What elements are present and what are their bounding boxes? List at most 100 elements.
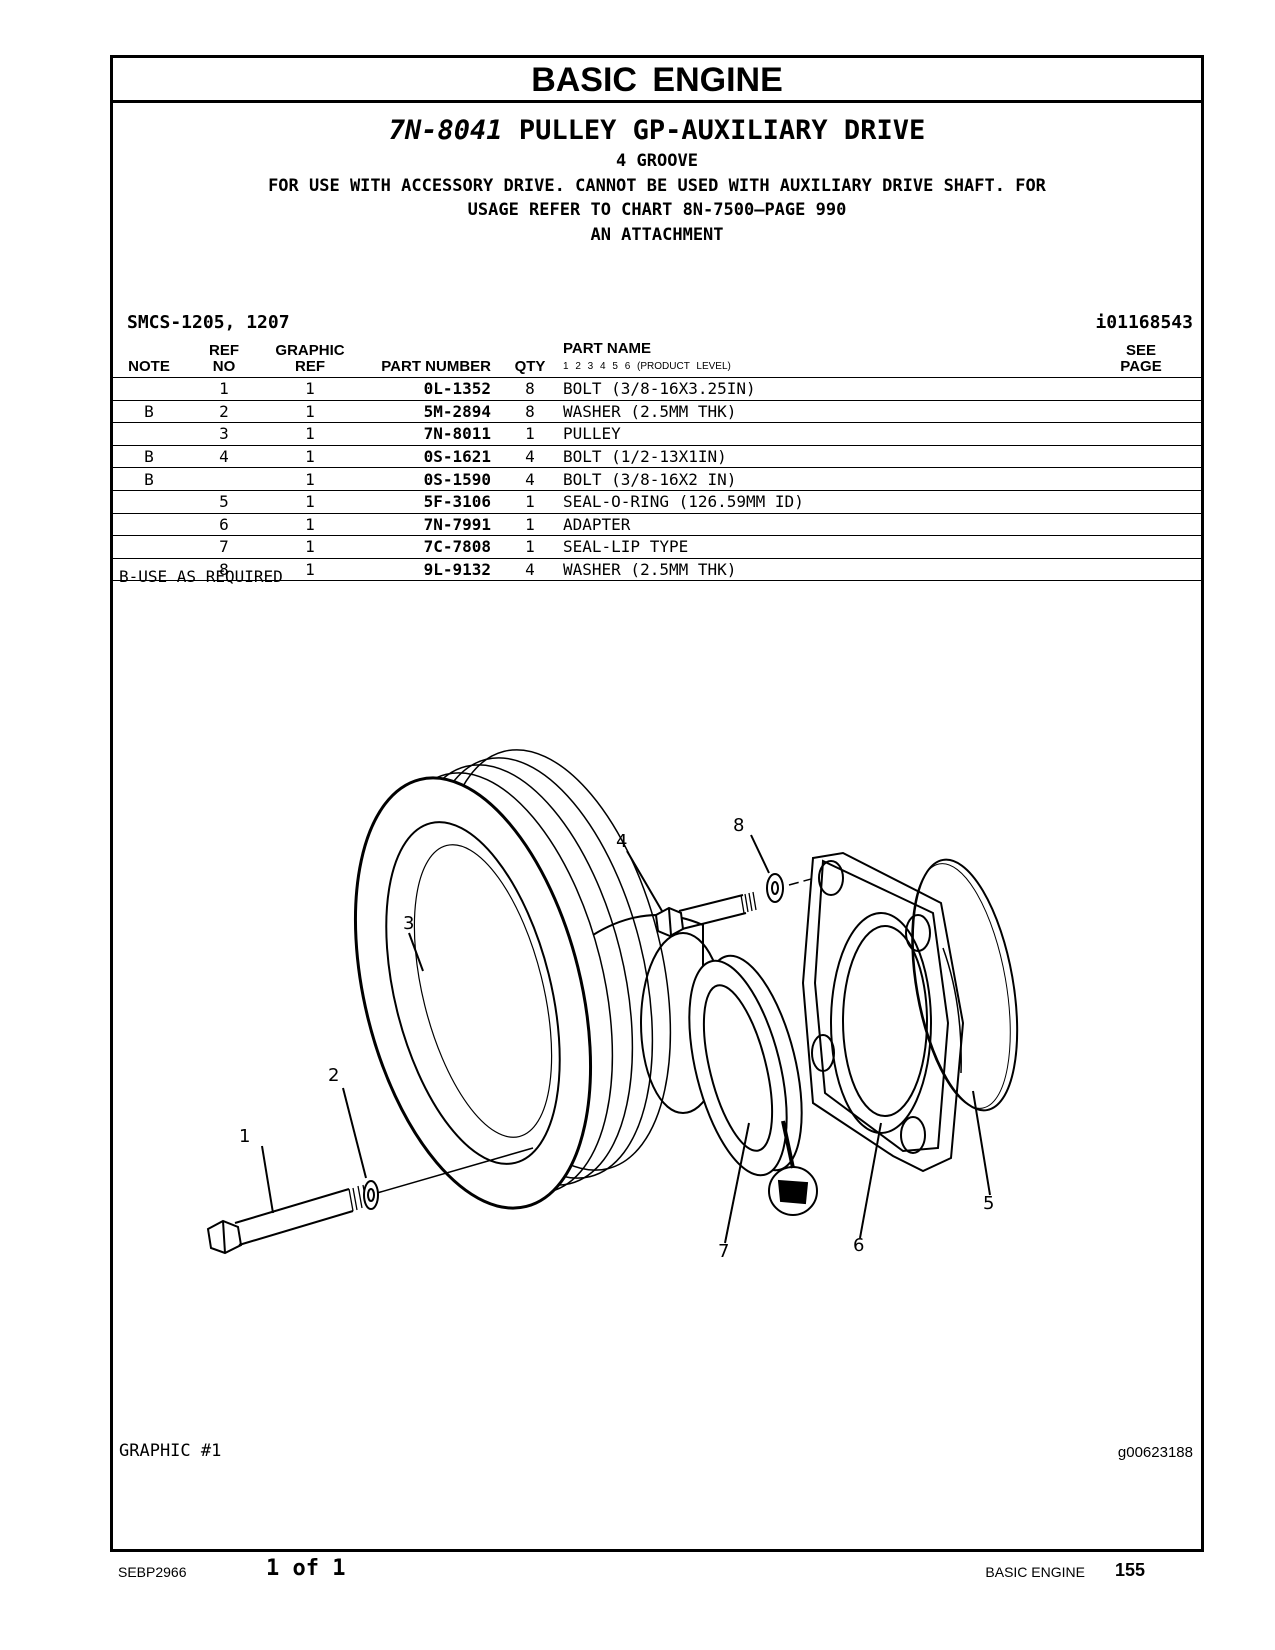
- callout-3: 3: [403, 913, 414, 934]
- cell-ref: 3: [185, 422, 263, 446]
- description-line: FOR USE WITH ACCESSORY DRIVE. CANNOT BE …: [268, 175, 1046, 196]
- cell-note: [113, 422, 185, 446]
- cell-qty: 4: [497, 558, 563, 582]
- graphic-id: g00623188: [1117, 1444, 1193, 1461]
- footer-section: BASIC ENGINE: [985, 1564, 1085, 1580]
- cell-note: [113, 377, 185, 401]
- section-title: BASIC ENGINE: [113, 58, 1201, 103]
- cell-note: B: [113, 467, 185, 491]
- cell-graphic: 1: [263, 558, 357, 582]
- footer-document-number: SEBP2966: [118, 1564, 187, 1580]
- cell-see-page: [1081, 445, 1201, 469]
- callout-2: 2: [328, 1065, 339, 1086]
- smcs-code: SMCS-1205, 1207: [127, 312, 290, 333]
- cell-see-page: [1081, 377, 1201, 401]
- product-levels: 1 2 3 4 5 6 (PRODUCT LEVEL): [563, 361, 731, 372]
- cell-ref: 2: [185, 400, 263, 424]
- cell-part-name: WASHER (2.5MM THK): [563, 400, 1081, 424]
- cell-note: [113, 513, 185, 537]
- cell-part-number: 7N-8011: [357, 422, 497, 446]
- cell-part-number: 9L-9132: [357, 558, 497, 582]
- cell-qty: 4: [497, 467, 563, 491]
- cell-note: B: [113, 400, 185, 424]
- cell-part-number: 0S-1621: [357, 445, 497, 469]
- col-note: NOTE: [128, 358, 170, 375]
- cell-note: [113, 558, 185, 582]
- bolt-1-part: [206, 1147, 534, 1255]
- cell-see-page: [1081, 467, 1201, 491]
- cell-part-number: 5M-2894: [357, 400, 497, 424]
- callout-leaders: [261, 834, 991, 1244]
- cell-part-name: PULLEY: [563, 422, 1081, 446]
- cell-note: B: [113, 445, 185, 469]
- cell-note: [113, 490, 185, 514]
- callout-4: 4: [616, 831, 627, 852]
- col-qty: QTY: [514, 358, 546, 375]
- footer-page-number: 155: [1114, 1560, 1145, 1580]
- footnote: B-USE AS REQUIRED: [119, 567, 283, 586]
- callout-7: 7: [718, 1241, 729, 1262]
- callout-5: 5: [983, 1193, 994, 1214]
- cell-graphic: 1: [263, 535, 357, 559]
- page-footer: SEBP2966 1 of 1 BASIC ENGINE 155: [0, 1552, 1275, 1592]
- bolt-4-part: [654, 872, 834, 938]
- washer-8-part: [766, 873, 784, 903]
- cell-ref: 1: [185, 377, 263, 401]
- lip-seal-part: [688, 954, 803, 1177]
- callout-8: 8: [733, 815, 744, 836]
- graphic-label: GRAPHIC #1: [119, 1441, 222, 1461]
- cell-ref: 6: [185, 513, 263, 537]
- document-id: i01168543: [1095, 312, 1193, 333]
- cell-graphic: 1: [263, 377, 357, 401]
- cell-ref: 8: [185, 558, 263, 582]
- cell-see-page: [1081, 400, 1201, 424]
- cell-part-name: BOLT (3/8-16X3.25IN): [563, 377, 1081, 401]
- cell-part-name: BOLT (1/2-13X1IN): [563, 445, 1081, 469]
- cell-graphic: 1: [263, 445, 357, 469]
- cell-part-number: 0S-1590: [357, 467, 497, 491]
- cell-part-name: SEAL-O-RING (126.59MM ID): [563, 490, 1081, 514]
- cell-graphic: 1: [263, 400, 357, 424]
- smcs-row: SMCS-1205, 1207 i01168543: [127, 312, 1193, 333]
- group-part-number: 7N-8041: [388, 115, 503, 146]
- cell-qty: 1: [497, 490, 563, 514]
- cell-graphic: 1: [263, 513, 357, 537]
- o-ring-part: [911, 858, 1019, 1112]
- description-line: AN ATTACHMENT: [590, 224, 724, 245]
- description-line: 4 GROOVE: [616, 151, 698, 171]
- cell-qty: 1: [497, 535, 563, 559]
- parts-page-frame: BASIC ENGINE 7N-8041 PULLEY GP-AUXILIARY…: [110, 55, 1204, 1552]
- cell-ref: 4: [185, 445, 263, 469]
- cell-see-page: [1081, 535, 1201, 559]
- cell-part-number: 5F-3106: [357, 490, 497, 514]
- cell-part-number: 7N-7991: [357, 513, 497, 537]
- cell-ref: [185, 467, 263, 491]
- footer-page-of: 1 of 1: [266, 1556, 346, 1581]
- description-line: USAGE REFER TO CHART 8N-7500—PAGE 990: [467, 200, 847, 220]
- cell-qty: 4: [497, 445, 563, 469]
- cell-graphic: 1: [263, 490, 357, 514]
- cell-ref: 5: [185, 490, 263, 514]
- cell-note: [113, 535, 185, 559]
- cell-part-number: 0L-1352: [357, 377, 497, 401]
- group-name: PULLEY GP-AUXILIARY DRIVE: [518, 115, 926, 146]
- cell-part-number: 7C-7808: [357, 535, 497, 559]
- cell-ref: 7: [185, 535, 263, 559]
- group-description: 4 GROOVE FOR USE WITH ACCESSORY DRIVE. C…: [113, 149, 1201, 247]
- cell-qty: 8: [497, 377, 563, 401]
- callout-1: 1: [239, 1126, 250, 1147]
- cell-part-name: WASHER (2.5MM THK): [563, 558, 1081, 582]
